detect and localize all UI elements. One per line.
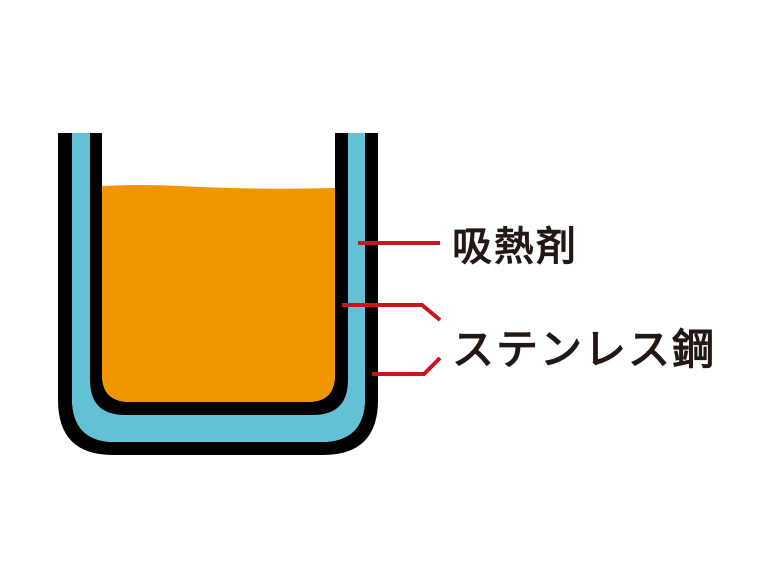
liquid-contents	[102, 185, 335, 402]
leader-line-outer-steel	[372, 356, 442, 376]
stainless-steel-label: ステンレス鋼	[452, 325, 717, 374]
heat-absorber-label: 吸熱剤	[452, 224, 578, 270]
leader-lines	[342, 241, 442, 376]
heat-absorber-layer	[72, 133, 365, 442]
leader-line-inner-steel	[342, 303, 442, 322]
